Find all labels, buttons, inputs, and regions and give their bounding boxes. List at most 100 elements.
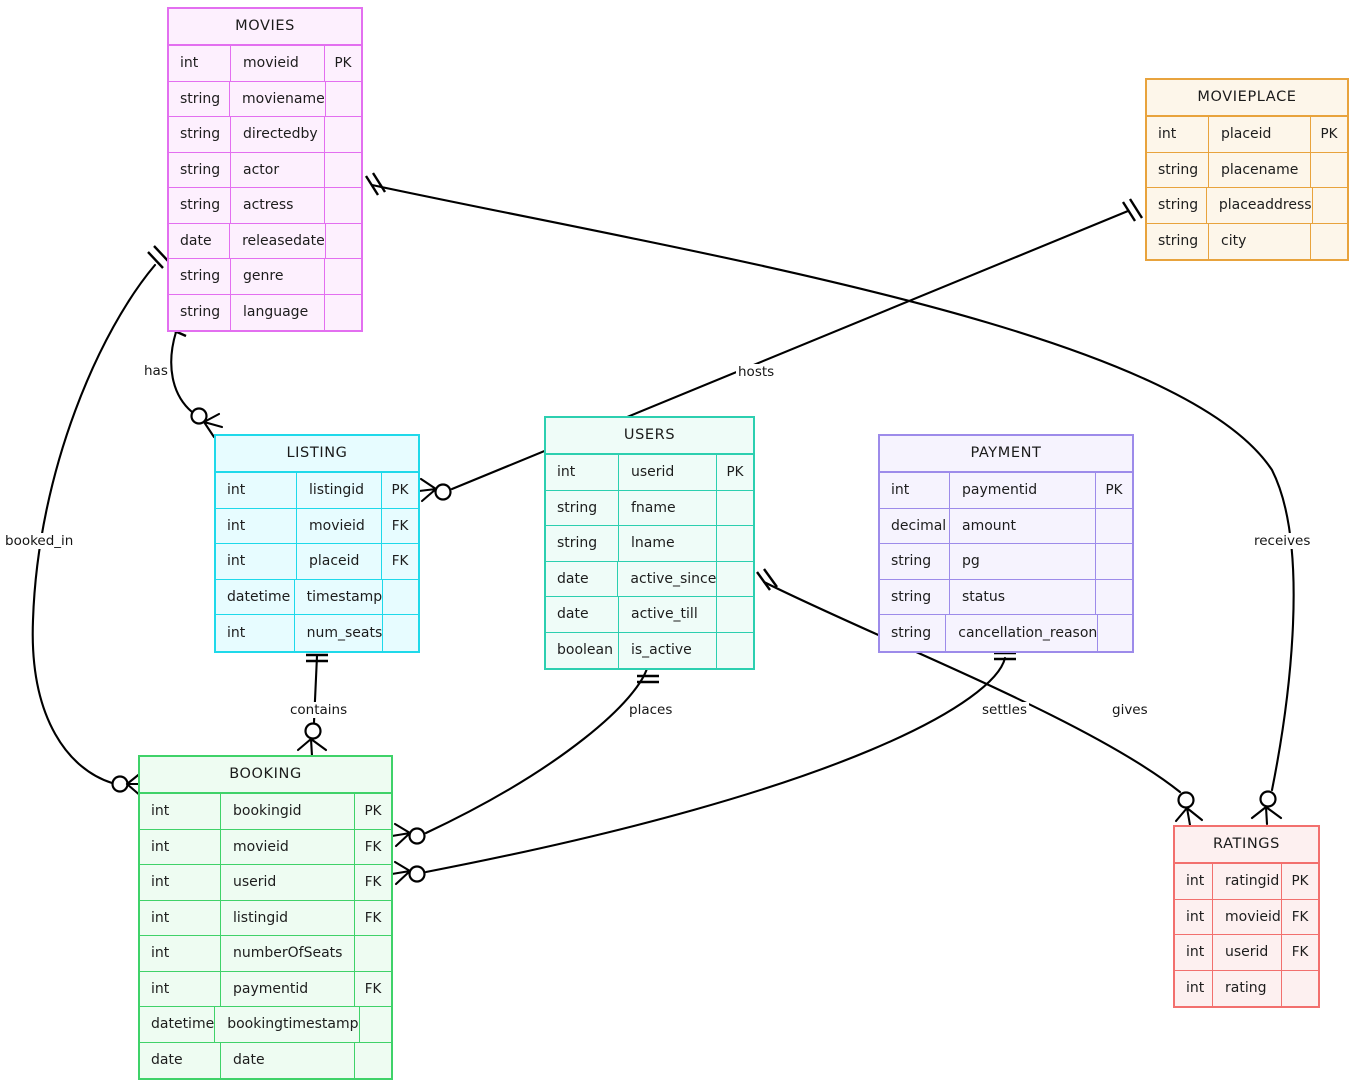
attribute-type: date	[140, 1042, 221, 1078]
relationship-label-booked_in: booked_in	[3, 533, 76, 549]
attribute-type: date	[546, 561, 619, 596]
attribute-type: int	[216, 615, 295, 651]
attribute-name: genre	[231, 259, 325, 294]
attribute-type: int	[140, 900, 221, 935]
edge-booked-in	[31, 245, 170, 799]
attribute-name: status	[950, 579, 1096, 614]
attribute-key-empty	[360, 1007, 392, 1042]
attribute-type: string	[880, 579, 950, 614]
attribute-name: paymentid	[221, 971, 355, 1006]
attribute-key-badge: PK	[391, 482, 409, 499]
attribute-key-badge: PK	[1105, 482, 1123, 499]
attribute-type: string	[169, 259, 231, 294]
entity-title-movieplace: MOVIEPLACE	[1147, 80, 1347, 117]
attribute-name: userid	[619, 455, 717, 490]
attribute-name: rating	[1213, 970, 1282, 1006]
attribute-name: numberOfSeats	[221, 936, 355, 971]
relationship-label-settles: settles	[980, 702, 1030, 718]
attribute-key-empty	[717, 562, 753, 597]
attribute-key-empty	[1313, 188, 1347, 223]
attribute-type: int	[216, 473, 297, 508]
relationship-label-places: places	[627, 702, 675, 718]
attribute-type: int	[1175, 899, 1213, 934]
attribute-name: actress	[231, 188, 325, 223]
attribute-type: datetime	[140, 1007, 216, 1042]
relationship-label-receives: receives	[1252, 533, 1313, 549]
attribute-key-badge: PK	[364, 803, 382, 820]
attribute-type: string	[169, 117, 231, 152]
attribute-key-badge: FK	[364, 909, 382, 926]
attribute-key-badge: FK	[364, 874, 382, 891]
attribute-key-empty	[1096, 544, 1132, 579]
attribute-name: placeid	[1209, 117, 1311, 152]
attribute-key-empty	[326, 82, 361, 117]
attribute-type: string	[169, 152, 231, 187]
attribute-name: userid	[221, 865, 355, 900]
attribute-type: date	[169, 223, 231, 258]
attribute-key-empty	[1311, 224, 1347, 260]
attribute-type: int	[216, 544, 297, 579]
attribute-name: active_till	[619, 597, 717, 632]
attribute-key-empty	[717, 526, 753, 561]
attribute-key-empty	[1311, 153, 1347, 188]
entity-title-payment: PAYMENT	[880, 436, 1132, 473]
attribute-key-badge: PK	[334, 55, 352, 72]
attribute-type: int	[1175, 970, 1213, 1006]
attribute-key-badge: FK	[391, 553, 409, 570]
entity-title-listing: LISTING	[216, 436, 418, 473]
attribute-key-badge: FK	[1291, 908, 1309, 925]
relationship-label-has: has	[142, 363, 170, 379]
attribute-key-empty	[717, 491, 753, 526]
attribute-name: movieid	[221, 829, 355, 864]
attribute-name: timestamp	[295, 579, 384, 614]
attribute-name: placeid	[297, 544, 382, 579]
